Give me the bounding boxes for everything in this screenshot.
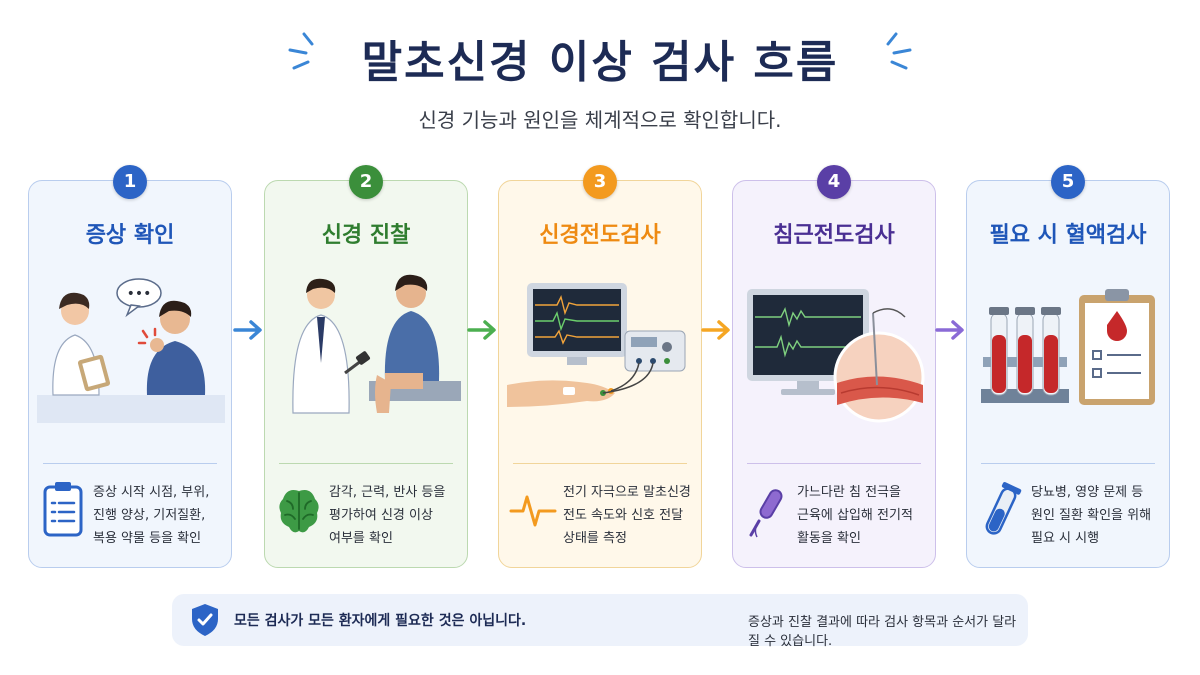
needle-emg-illustration — [747, 289, 925, 423]
needle-electrode-icon — [749, 489, 783, 538]
card-divider — [747, 463, 921, 464]
neurological-exam-illustration — [292, 274, 461, 414]
step-number: 3 — [583, 165, 617, 199]
brain-icon — [279, 490, 319, 533]
step-description: 전기 자극으로 말초신경 전도 속도와 신호 전달 상태를 측정 — [563, 485, 691, 546]
step-card-2: 2 신경 진찰 감각, 근력, 반사 등을 평가하여 신경 이상 여부를 확인 — [264, 165, 468, 568]
step-number: 4 — [817, 165, 851, 199]
step-card-4: 4 침근전도검사 가느다란 침 전극을 근육에 삽입해 전기적 활동을 확인 — [732, 165, 936, 568]
nerve-conduction-test-illustration — [507, 283, 686, 407]
step-number: 2 — [349, 165, 383, 199]
step-title: 신경전도검사 — [539, 223, 661, 248]
step-card-1: 1 증상 확인 ••• 증상 시작 시점, 부위, 진행 양상, 기저 — [28, 165, 232, 568]
sparkle-left-icon — [288, 32, 314, 70]
step-card-3: 3 신경전도검사 전기 자극으로 말초신경 전도 속도와 신호 전달 상태를 측… — [498, 165, 702, 568]
doctor-patient-consultation-illustration: ••• — [37, 278, 225, 423]
info-note: 모든 검사가 모든 환자에게 필요한 것은 아닙니다. 증상과 진찰 결과에 따… — [172, 594, 1028, 649]
step-description: 감각, 근력, 반사 등을 평가하여 신경 이상 여부를 확인 — [329, 485, 446, 546]
sparkle-right-icon — [886, 32, 912, 70]
step-title: 침근전도검사 — [773, 223, 895, 248]
card-divider — [43, 463, 217, 464]
electric-signal-icon — [509, 495, 557, 527]
speech-bubble-dots: ••• — [127, 286, 152, 302]
note-emphasis: 모든 검사가 모든 환자에게 필요한 것은 아닙니다. — [234, 613, 527, 629]
test-tube-icon — [985, 482, 1022, 535]
card-divider — [513, 463, 687, 464]
step-card-5: 5 필요 시 혈액검사 — [966, 165, 1170, 568]
step-title: 증상 확인 — [85, 223, 175, 248]
step-title: 필요 시 혈액검사 — [989, 223, 1147, 248]
arrow-right-icon — [701, 320, 730, 340]
arrow-right-icon — [467, 320, 496, 340]
blood-test-illustration — [981, 289, 1155, 405]
page-title: 말초신경 이상 검사 흐름 — [361, 37, 839, 88]
step-title: 신경 진찰 — [321, 223, 411, 248]
page-subtitle: 신경 기능과 원인을 체계적으로 확인합니다. — [418, 108, 782, 132]
clipboard-icon — [43, 482, 83, 537]
arrow-right-icon — [233, 320, 262, 340]
arrow-right-icon — [935, 320, 964, 340]
step-number: 5 — [1051, 165, 1085, 199]
note-detail: 증상과 진찰 결과에 따라 검사 항목과 순서가 달라질 수 있습니다. — [748, 615, 1017, 649]
step-description: 가느다란 침 전극을 근육에 삽입해 전기적 활동을 확인 — [797, 485, 913, 546]
step-number: 1 — [113, 165, 147, 199]
shield-check-icon — [192, 604, 218, 636]
card-divider — [279, 463, 453, 464]
card-divider — [981, 463, 1155, 464]
step-description: 당뇨병, 영양 문제 등 원인 질환 확인을 위해 필요 시 시행 — [1031, 485, 1152, 546]
step-description: 증상 시작 시점, 부위, 진행 양상, 기저질환, 복용 약물 등을 확인 — [93, 485, 210, 546]
